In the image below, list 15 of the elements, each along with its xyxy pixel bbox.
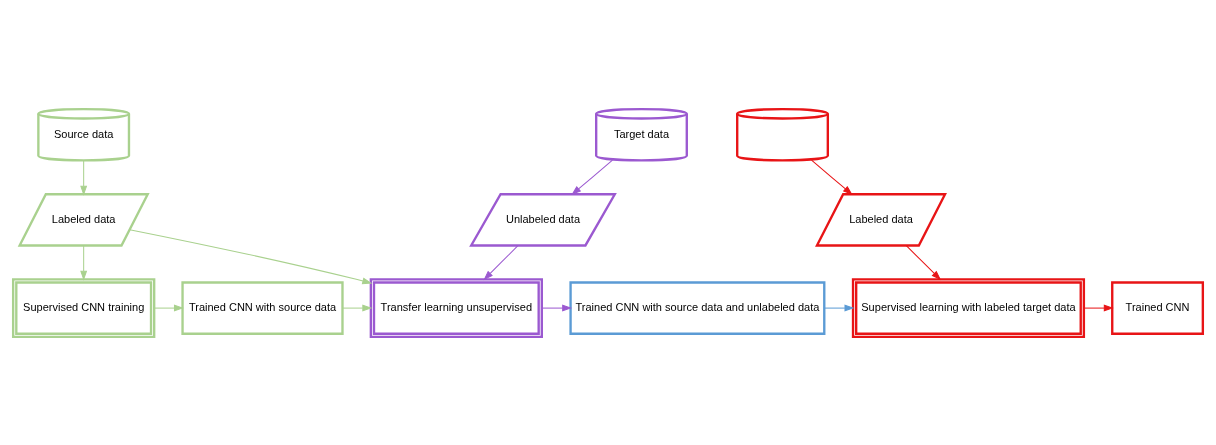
node-box: Trained CNN with source data and unlabeled data (569, 280, 826, 335)
arrow (129, 228, 373, 284)
arrow (811, 159, 853, 195)
arrow (541, 304, 573, 312)
arrow (905, 244, 942, 280)
node-box: Trained CNN (1111, 280, 1205, 335)
node-box: Trained CNN with source data (181, 280, 344, 335)
arrow (823, 304, 855, 312)
arrow (342, 304, 373, 312)
arrow (80, 159, 88, 196)
arrow (80, 244, 88, 281)
arrow (153, 304, 184, 312)
arrow (1083, 304, 1114, 312)
arrow (483, 244, 519, 280)
arrow (571, 159, 613, 195)
